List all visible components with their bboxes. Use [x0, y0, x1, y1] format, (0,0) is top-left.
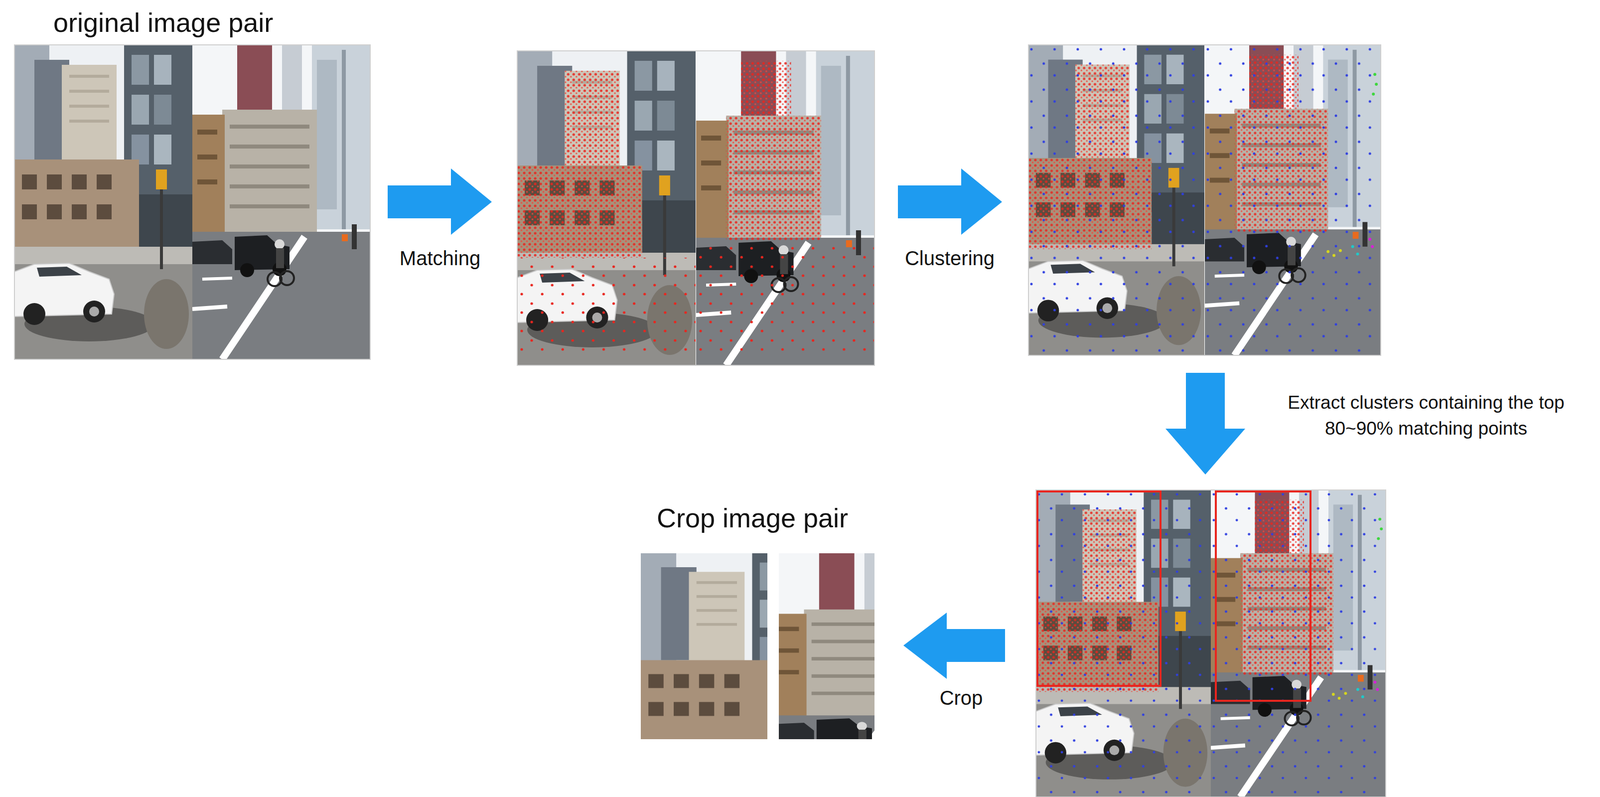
panel-title: Crop image pair — [626, 502, 879, 534]
image-pair-panel: original image pair — [14, 6, 375, 360]
step-label: Extract clusters containing the top 80~9… — [1264, 389, 1589, 442]
image-pair-panel: Crop image pair — [626, 502, 879, 739]
step-label: Clustering — [884, 244, 1015, 273]
step-label: Matching — [375, 244, 505, 273]
panel-title: original image pair — [53, 6, 375, 38]
step-label: Crop — [911, 683, 1012, 712]
